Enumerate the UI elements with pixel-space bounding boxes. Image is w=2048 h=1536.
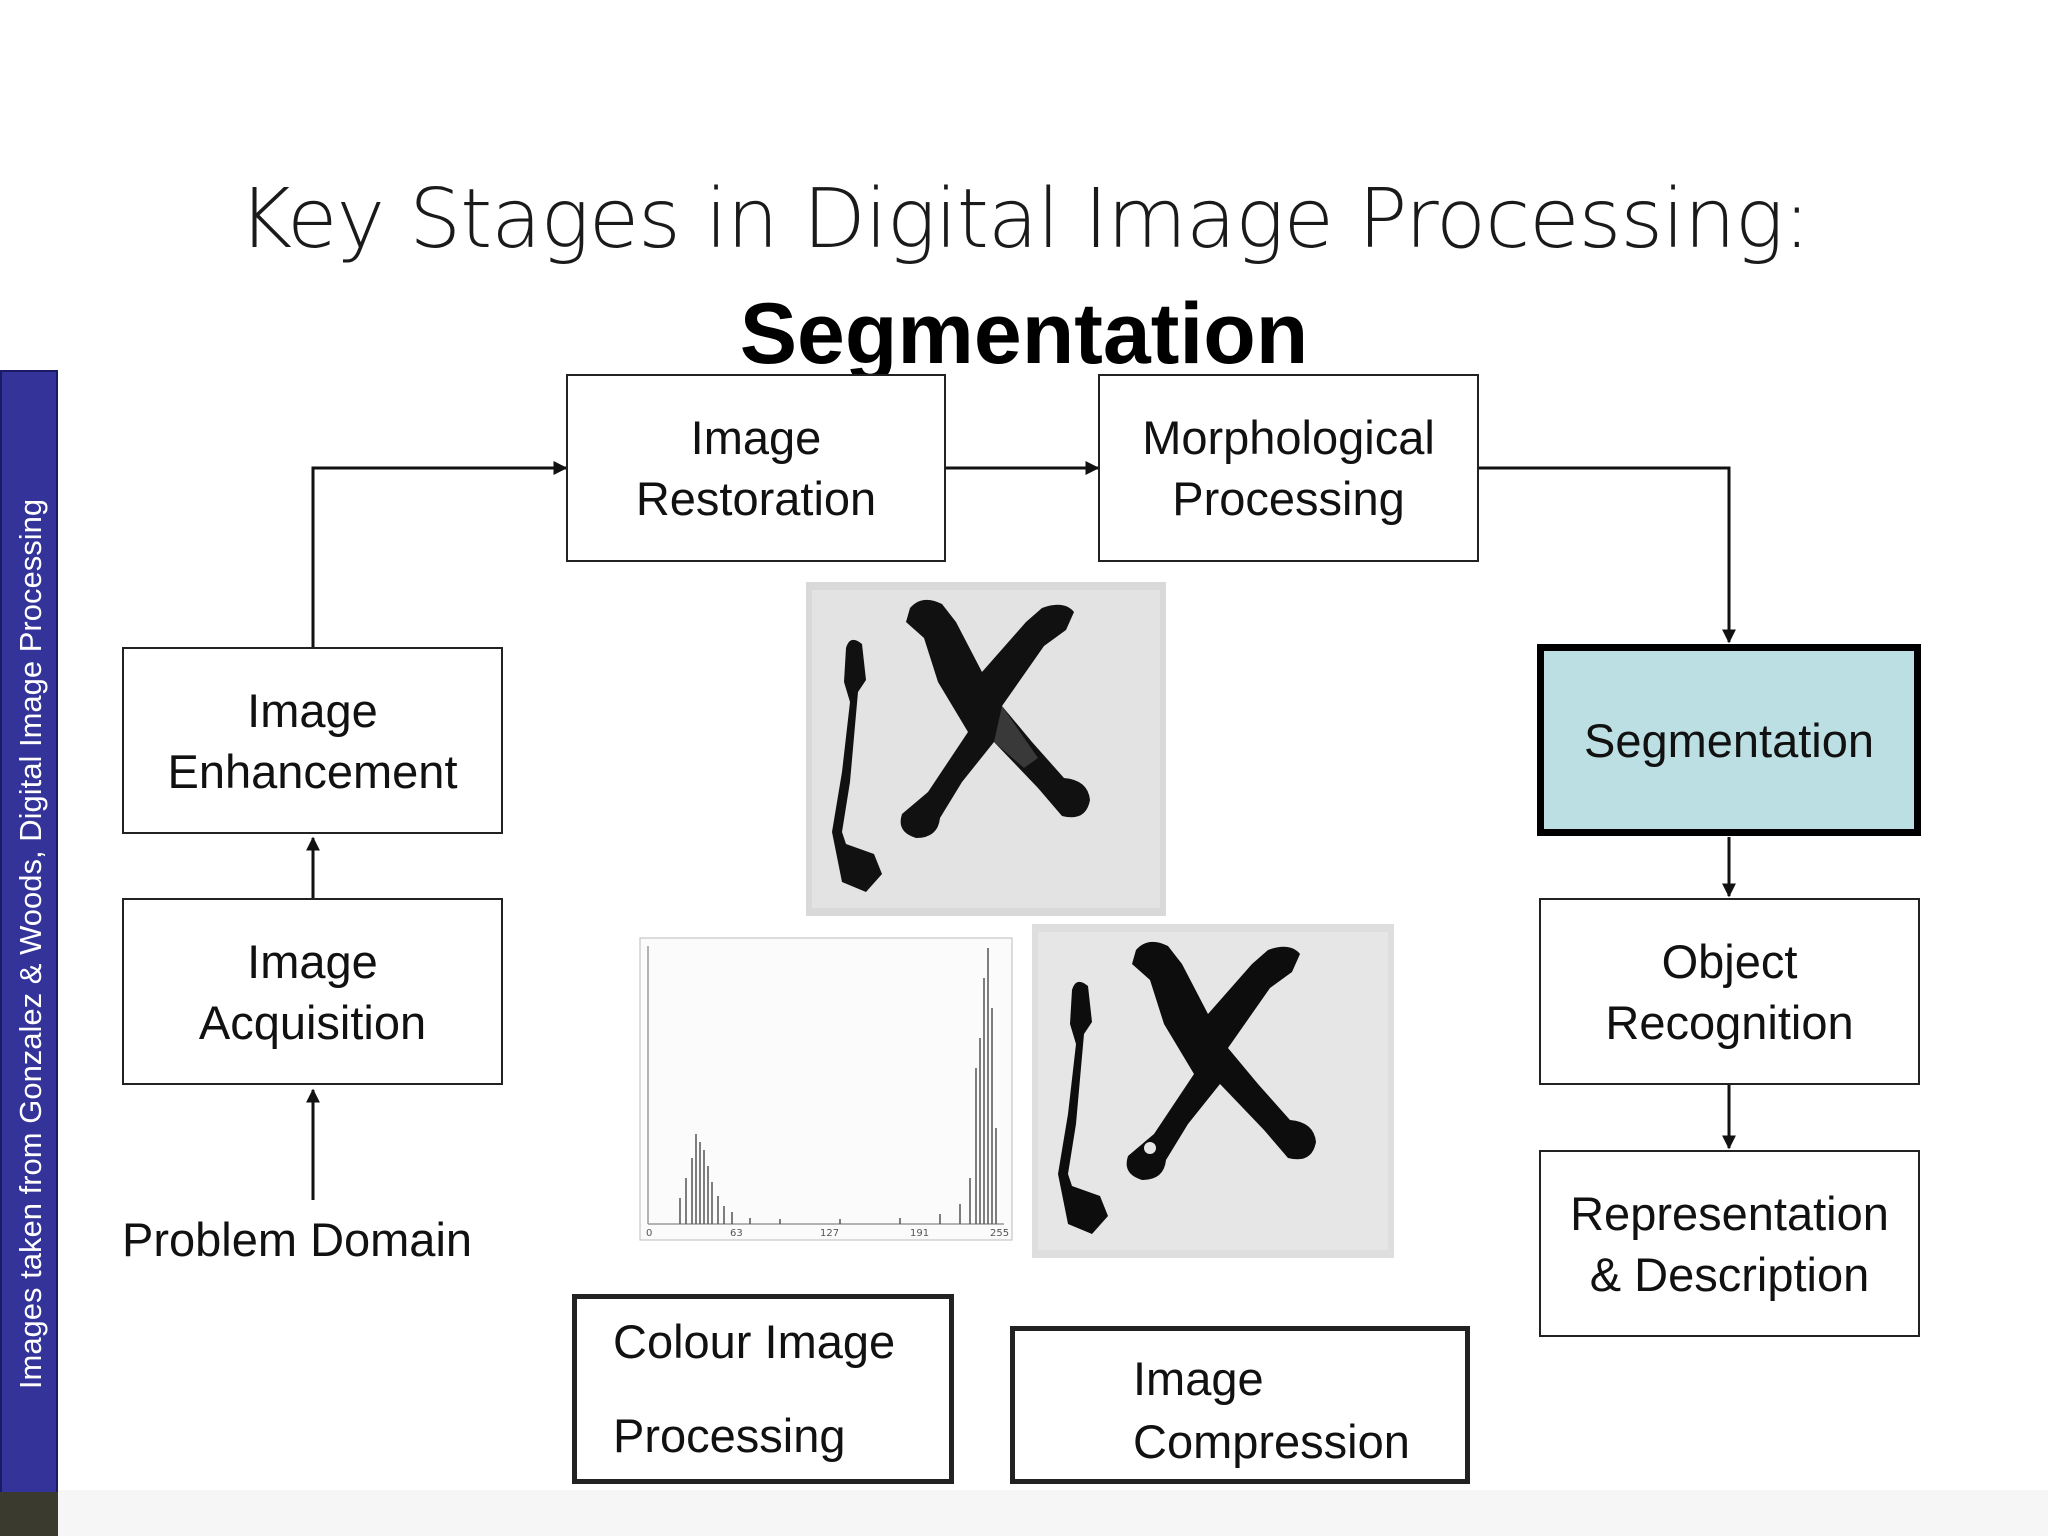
stage-morphological-processing: Morphological Processing [1098, 374, 1479, 562]
slide-title: Key Stages in Digital Image Processing: [238, 172, 1810, 267]
stage-representation-line2: & Description [1589, 1247, 1870, 1301]
arrow-enhancement-to-restoration [311, 461, 568, 647]
arrow-morphological-to-segmentation [1479, 466, 1736, 644]
hist-tick-0: 0 [646, 1228, 652, 1239]
segmented-image [1032, 924, 1394, 1258]
stage-image-acquisition-line2: Acquisition [198, 995, 427, 1049]
corner-thumbnail [0, 1492, 58, 1536]
stage-image-restoration: Image Restoration [566, 374, 946, 562]
original-image [806, 582, 1166, 916]
stage-image-restoration-line1: Image [690, 411, 822, 464]
stage-image-acquisition: Image Acquisition [122, 898, 503, 1085]
stage-object-recognition-line1: Object [1661, 934, 1798, 988]
stage-image-enhancement-line2: Enhancement [167, 744, 458, 798]
slide-subtitle: Segmentation [739, 286, 1309, 382]
stage-image-acquisition-line1: Image [247, 934, 378, 988]
stage-segmentation-label: Segmentation [1583, 713, 1875, 767]
stage-representation-description: Representation & Description [1539, 1150, 1920, 1337]
hist-tick-3: 191 [910, 1228, 929, 1239]
stage-image-restoration-line2: Restoration [635, 472, 877, 525]
problem-domain-label: Problem Domain [122, 1213, 473, 1266]
stage-image-enhancement-line1: Image [247, 683, 378, 737]
citation-sidebar: Images taken from Gonzalez & Woods, Digi… [0, 370, 58, 1515]
hist-tick-4: 255 [990, 1228, 1009, 1239]
stage-object-recognition-line2: Recognition [1605, 995, 1854, 1049]
footer-band [58, 1490, 2048, 1536]
stage-colour-image-processing: Colour Image Processing [572, 1294, 954, 1484]
stage-segmentation-active: Segmentation [1537, 644, 1921, 836]
stage-compression-line2: Compression [1133, 1415, 1410, 1468]
stage-colour-line1: Colour Image [613, 1315, 896, 1368]
stage-image-enhancement: Image Enhancement [122, 647, 503, 834]
hist-tick-1: 63 [730, 1228, 743, 1239]
stage-colour-line2: Processing [613, 1409, 846, 1462]
stage-compression-line1: Image [1133, 1352, 1264, 1405]
stage-object-recognition: Object Recognition [1539, 898, 1920, 1085]
hist-tick-2: 127 [820, 1228, 839, 1239]
stage-morphological-line2: Processing [1172, 472, 1405, 525]
stage-representation-line1: Representation [1570, 1186, 1889, 1240]
stage-image-compression: Image Compression [1010, 1326, 1470, 1484]
stage-morphological-line1: Morphological [1142, 411, 1435, 464]
histogram: 0 63 127 191 255 [639, 937, 1013, 1241]
